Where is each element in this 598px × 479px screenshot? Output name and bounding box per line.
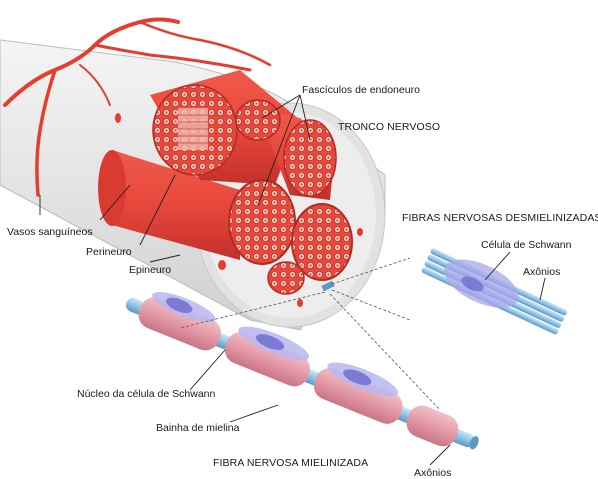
leader-lines bbox=[39, 94, 546, 466]
myelin-segment bbox=[313, 368, 403, 424]
schwann-nucleus bbox=[343, 369, 372, 386]
label-axonios-top: Axônios bbox=[523, 266, 561, 278]
blood-vessel bbox=[138, 20, 272, 67]
label-bainha-mielina: Bainha de mielina bbox=[156, 422, 240, 434]
label-celula-schwann: Célula de Schwann bbox=[481, 239, 572, 251]
label-epineuro: Epineuro bbox=[129, 264, 172, 276]
label-vasos-sanguineos: Vasos sanguíneos bbox=[7, 226, 93, 238]
fascicles bbox=[98, 70, 353, 295]
schwann-nucleus bbox=[461, 276, 484, 292]
myelin-segment bbox=[406, 405, 459, 447]
fascicle-cross-section bbox=[228, 179, 296, 265]
fascicle-cross-section bbox=[267, 261, 305, 295]
vessel-dot bbox=[357, 228, 363, 236]
myelin-segment bbox=[138, 297, 221, 351]
vessel-dot bbox=[218, 260, 226, 270]
fascicle-cross-section bbox=[235, 99, 281, 141]
fascicle-cross-section bbox=[283, 119, 337, 197]
label-fibra-mielinizada: FIBRA NERVOSA MIELINIZADA bbox=[213, 457, 369, 469]
schwann-nucleus bbox=[255, 334, 285, 350]
vessel-dot bbox=[297, 299, 303, 307]
perineuro-cylinder bbox=[112, 150, 240, 260]
label-axonios-bottom: Axônios bbox=[414, 467, 452, 479]
schwann-nucleus bbox=[166, 297, 193, 313]
axon-marker bbox=[321, 280, 335, 292]
projection-lines bbox=[179, 257, 441, 411]
label-perineuro: Perineuro bbox=[86, 246, 132, 258]
blood-vessel bbox=[93, 43, 252, 72]
label-tronco-nervoso: TRONCO NERVOSO bbox=[338, 121, 441, 133]
blood-vessel bbox=[79, 64, 111, 106]
fascicle-cross-section bbox=[291, 203, 353, 281]
myelinated-fiber bbox=[125, 291, 479, 450]
myelin-segment bbox=[224, 332, 310, 387]
label-nucleo-schwann: Núcleo da célula de Schwann bbox=[77, 388, 216, 400]
label-fasciculos: Fascículos de endoneuro bbox=[302, 84, 420, 96]
blood-vessel bbox=[35, 68, 57, 197]
label-fibras-desmielinizadas: FIBRAS NERVOSAS DESMIELINIZADAS bbox=[402, 212, 598, 224]
unmyelinated-fibers bbox=[421, 248, 568, 335]
vessel-dot bbox=[115, 113, 121, 123]
